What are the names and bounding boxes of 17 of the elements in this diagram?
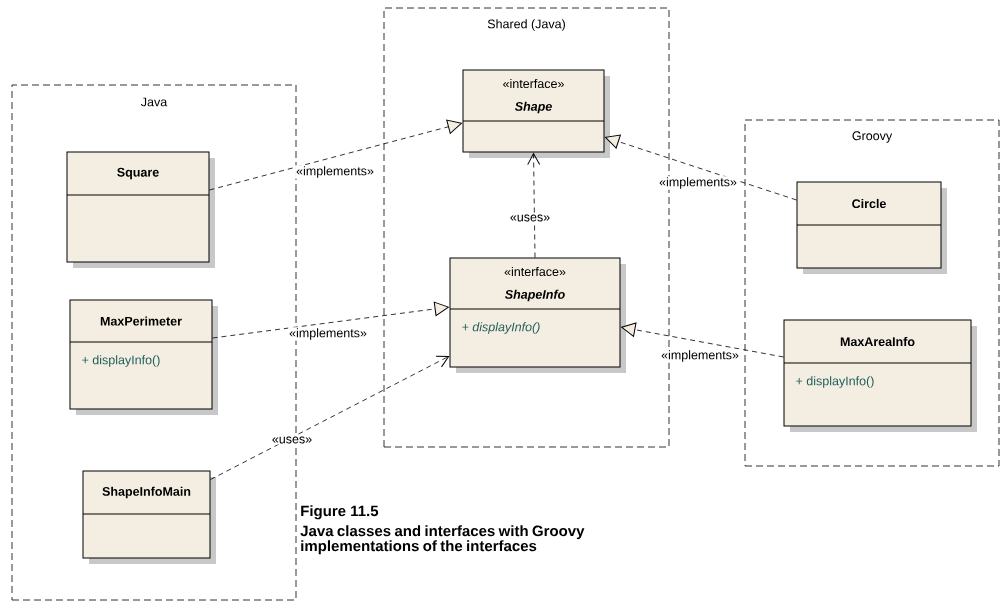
package-label: Java — [141, 97, 168, 107]
edge-label: «implements» — [295, 165, 375, 179]
arrow — [605, 134, 797, 201]
edge-label: «implements» — [660, 349, 740, 363]
edge-label: «implements» — [288, 327, 368, 341]
figure-caption: Java classes and interfaces with Groovy implementations of the interfaces — [300, 525, 585, 555]
arrow — [621, 322, 784, 358]
figure-number: Figure 11.5 — [301, 505, 379, 520]
edge-label: «uses» — [270, 435, 314, 445]
arrow — [212, 301, 449, 339]
arrow — [527, 153, 541, 258]
package-label: Groovy — [852, 131, 893, 143]
edge-label: «implements» — [658, 176, 738, 190]
package-label: Shared (Java) — [487, 19, 565, 31]
arrow — [209, 119, 462, 191]
edge-label: «uses» — [508, 213, 552, 223]
arrow — [210, 355, 450, 480]
